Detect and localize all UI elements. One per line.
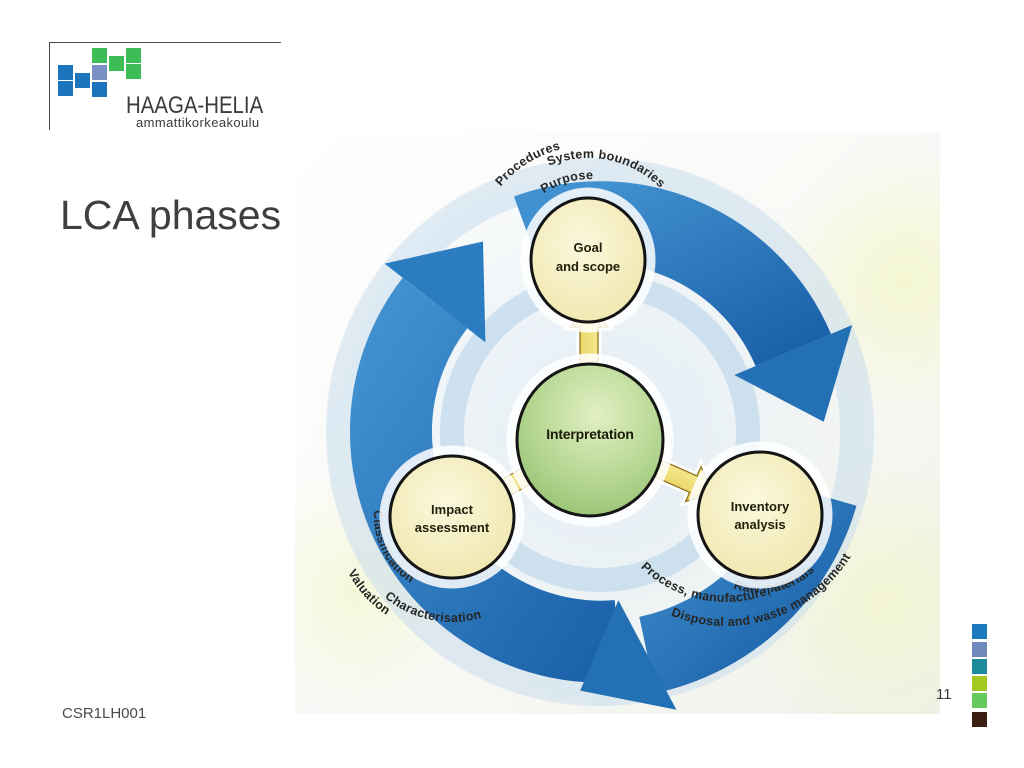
corner-square [972, 693, 987, 708]
lca-phases-diagram: Procedures System boundaries Purpose Cla… [295, 132, 940, 714]
inventory-analysis-node [696, 450, 824, 580]
impact-label-line2: assessment [415, 520, 490, 535]
goal-and-scope-node [529, 196, 647, 324]
goal-label-line1: Goal [574, 240, 603, 255]
logo-frame-line [49, 42, 50, 130]
inventory-label-line2: analysis [734, 517, 785, 532]
node-labels: Goal and scope Interpretation Impact ass… [415, 240, 790, 535]
logo-square [126, 64, 141, 79]
page-number: 11 [936, 686, 952, 703]
logo-name: HAAGA-HELIA [126, 92, 264, 119]
logo-square [126, 48, 141, 63]
inventory-label-line1: Inventory [731, 499, 790, 514]
logo-square [109, 56, 124, 71]
impact-assessment-node [388, 454, 516, 580]
phase-nodes [379, 187, 833, 589]
cycle-arrowhead-right [734, 325, 853, 422]
logo-square [58, 65, 73, 80]
logo-square [75, 73, 90, 88]
logo-subtitle: ammattikorkeakoulu [136, 115, 260, 130]
corner-square [972, 712, 987, 727]
logo-square [92, 82, 107, 97]
cycle-arrowhead-top-left [384, 241, 486, 343]
logo-square [92, 65, 107, 80]
corner-square [972, 659, 987, 674]
interpretation-label: Interpretation [546, 426, 633, 442]
corner-square [972, 676, 987, 691]
logo-square [92, 48, 107, 63]
logo-square [58, 81, 73, 96]
goal-label-line2: and scope [556, 259, 620, 274]
cycle-arrowhead-bottom [580, 600, 677, 710]
corner-square [972, 624, 987, 639]
corner-square [972, 642, 987, 657]
page-title: LCA phases [60, 192, 282, 238]
footer-course-code: CSR1LH001 [62, 705, 147, 722]
logo-frame-line [49, 42, 281, 43]
impact-label-line1: Impact [431, 502, 474, 517]
interpretation-node [515, 362, 665, 518]
